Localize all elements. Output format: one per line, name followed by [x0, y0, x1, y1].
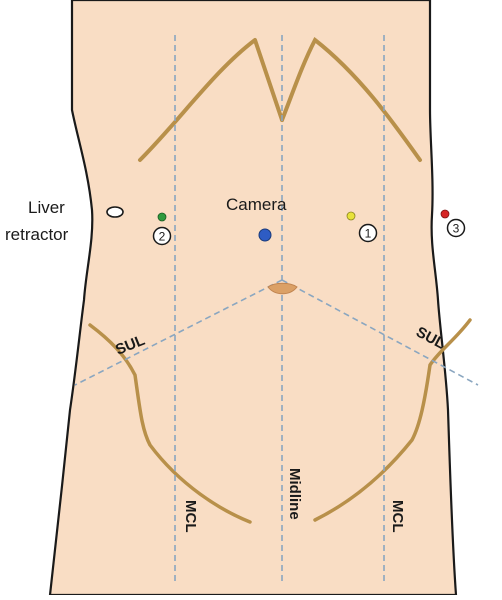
mcl-left-label: MCL	[182, 500, 199, 533]
port-1-dot	[347, 212, 355, 220]
liver-retractor-port	[107, 207, 123, 217]
port-2-marker: 2	[154, 228, 171, 245]
camera-label: Camera	[226, 195, 287, 214]
midline-label: Midline	[286, 468, 303, 520]
port-1-number: 1	[365, 227, 372, 241]
port-3-dot	[441, 210, 449, 218]
port-2-number: 2	[159, 230, 166, 244]
port-3-number: 3	[453, 222, 460, 236]
liver-retractor-label-line2: retractor	[5, 225, 69, 244]
port-1-marker: 1	[360, 225, 377, 242]
liver-retractor-label-line1: Liver	[28, 198, 65, 217]
mcl-right-label: MCL	[389, 500, 406, 533]
camera-port	[259, 229, 271, 241]
port-2-dot	[158, 213, 166, 221]
port-3-marker: 3	[448, 220, 465, 237]
